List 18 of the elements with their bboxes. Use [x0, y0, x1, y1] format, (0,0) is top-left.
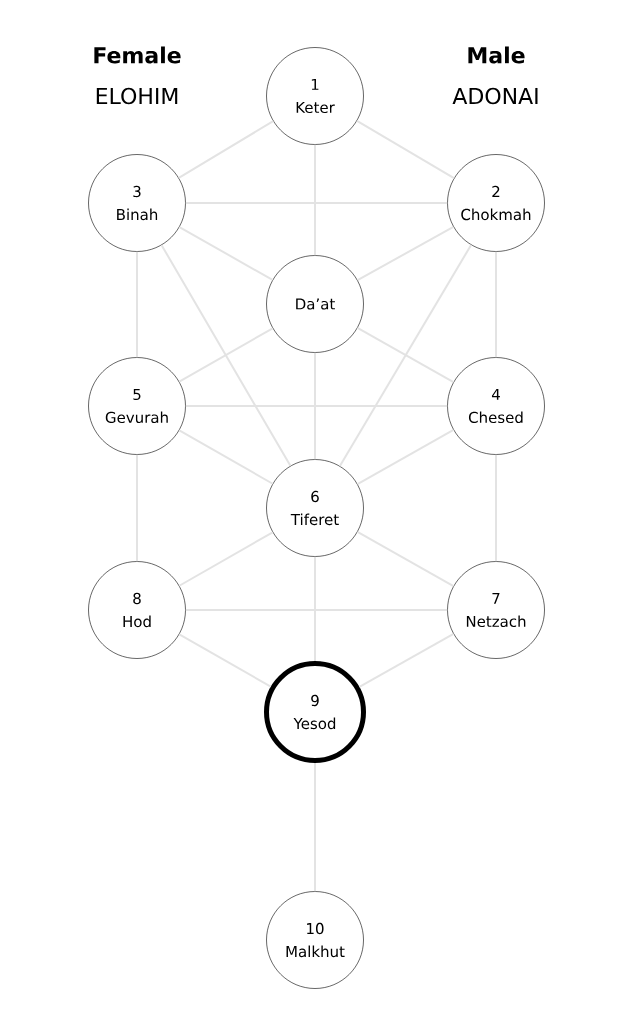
connecting-line — [178, 633, 272, 688]
connecting-line — [338, 243, 473, 468]
connecting-line — [358, 632, 455, 688]
connecting-line — [178, 531, 274, 587]
heading-label: Male — [468, 46, 525, 64]
connecting-line — [356, 225, 455, 282]
heading-label: ADONAI — [452, 87, 538, 105]
heading-label: Female — [94, 46, 181, 64]
connecting-line — [178, 226, 274, 281]
connecting-line — [356, 119, 455, 180]
connecting-line — [356, 428, 455, 486]
connecting-line — [178, 327, 274, 383]
connecting-line — [160, 244, 292, 467]
connecting-line — [177, 120, 275, 179]
connecting-line — [178, 429, 274, 485]
connecting-line — [356, 530, 455, 588]
heading-label: ELOHIM — [96, 87, 178, 105]
connecting-line — [356, 326, 455, 384]
